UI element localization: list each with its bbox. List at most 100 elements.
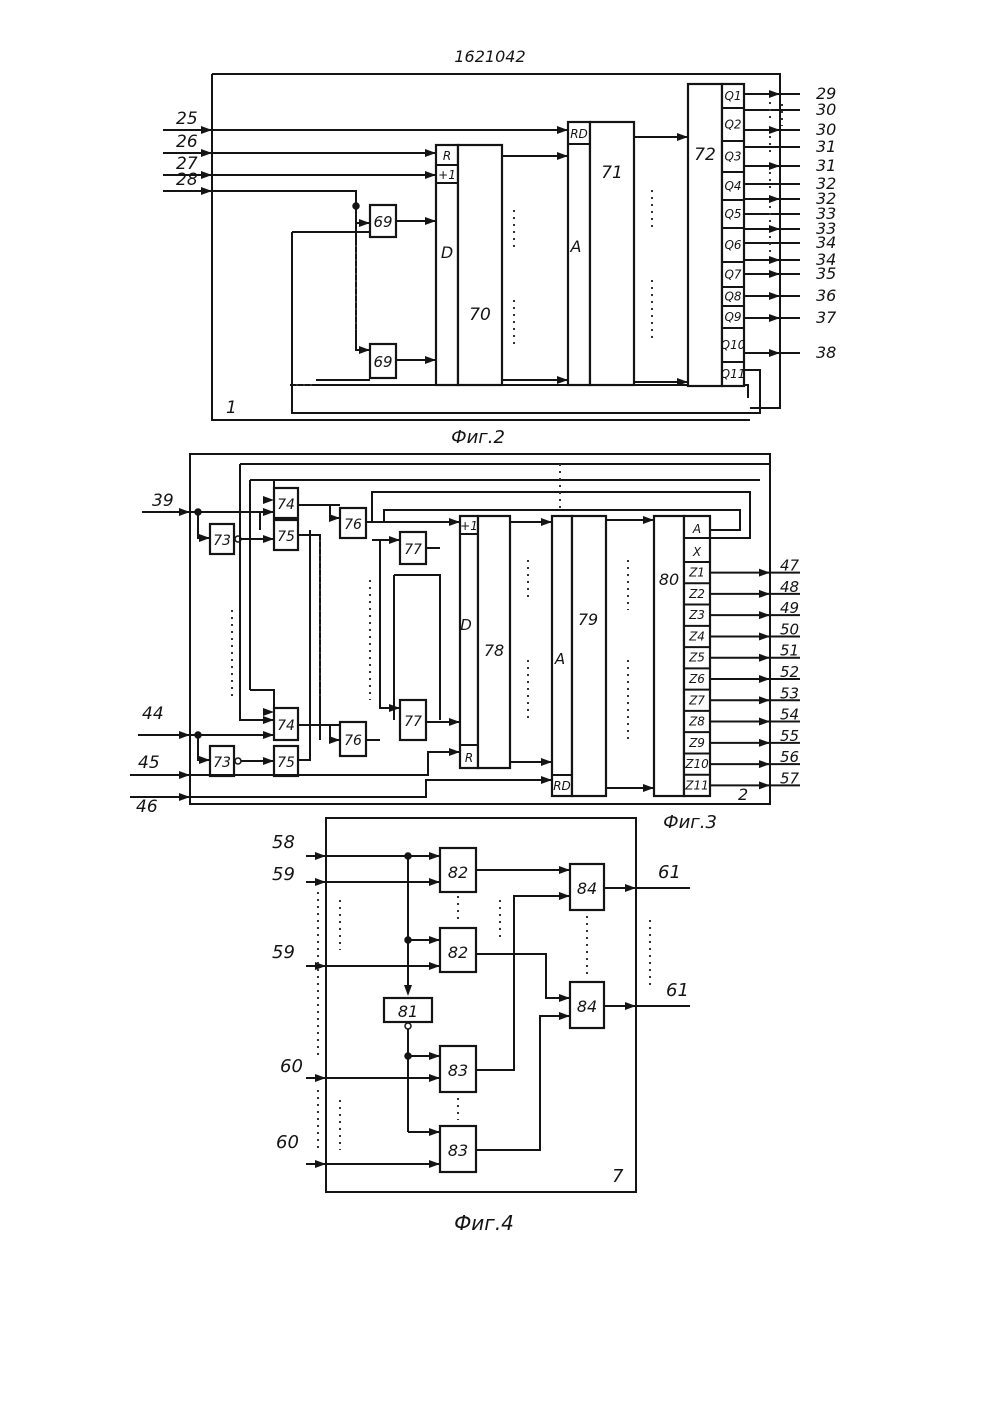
fig3-block-76-bottom-label: 76 — [344, 733, 362, 749]
fig2-bus-lower — [290, 385, 748, 398]
fig2-caption: Фиг.2 — [451, 427, 505, 448]
fig4-input-label-0: 58 — [272, 832, 295, 853]
arrow-head — [263, 535, 274, 543]
fig2-decoder-output-Q4: Q4 — [724, 179, 741, 193]
fig2-output-label-4: 31 — [816, 156, 836, 175]
arrow-head — [541, 776, 552, 784]
fig2-output-arrow — [769, 225, 780, 233]
fig3-output-label-47: 47 — [780, 557, 800, 575]
fig3-output-Z1: Z1 — [688, 566, 705, 580]
fig2-input-arrow — [201, 187, 212, 195]
fig2-pin-r: R — [443, 149, 451, 163]
fig3-output-arrow — [759, 590, 770, 598]
fig3-counter-78-pins — [460, 516, 478, 768]
arrow-head — [425, 149, 436, 157]
fig3-output-arrow — [759, 718, 770, 726]
arrow-head — [625, 884, 636, 892]
fig2-input-arrow — [201, 149, 212, 157]
fig2-wire-28 — [212, 191, 356, 206]
arrow-head — [559, 866, 570, 874]
fig3-output-label-52: 52 — [780, 663, 799, 681]
fig2-decoder-output-Q1: Q1 — [724, 89, 741, 103]
fig3-left-bus — [240, 464, 274, 720]
fig4-input-label-1: 59 — [272, 864, 295, 885]
fig2-pin-a: A — [570, 237, 582, 256]
fig2-decoder-output-Q11: Q11 — [721, 367, 746, 381]
fig4-wire-82b-84b — [476, 954, 570, 998]
fig3-output-label-53: 53 — [780, 684, 799, 702]
arrow-head — [557, 376, 568, 384]
fig3-output-arrow — [759, 654, 770, 662]
fig4-block-82-bottom-label: 82 — [448, 943, 468, 962]
fig2-decoder-72-body — [688, 84, 722, 386]
fig2-output-arrow — [769, 195, 780, 203]
fig3-output-arrow — [759, 632, 770, 640]
fig3-memory-79-label: 79 — [578, 610, 598, 629]
fig3-register-80-body — [654, 516, 684, 796]
fig3-output-arrow — [759, 781, 770, 789]
arrow-head — [429, 1160, 440, 1168]
arrow-head — [643, 784, 654, 792]
fig3-output-Z10: Z10 — [684, 757, 709, 771]
fig2-input-arrow — [201, 126, 212, 134]
fig2-memory-71-label: 71 — [601, 163, 623, 183]
arrow-head — [559, 892, 570, 900]
fig3-inverter-bubble-b — [235, 758, 241, 764]
fig2-output-arrow — [769, 90, 780, 98]
arrow-head — [359, 346, 370, 354]
arrow-head — [429, 1128, 440, 1136]
fig3-wire-77-b — [394, 575, 440, 720]
fig3-block-77-bottom-label: 77 — [404, 714, 422, 730]
fig2-block-69-bottom-label: 69 — [373, 353, 392, 371]
arrow-head — [557, 152, 568, 160]
arrow-head — [557, 126, 568, 134]
fig3-output-arrow — [759, 675, 770, 683]
fig4-wire-83b-84b — [476, 1016, 570, 1150]
fig2-decoder-output-Q7: Q7 — [724, 268, 741, 282]
arrow-head — [404, 985, 412, 996]
arrow-head — [541, 758, 552, 766]
fig2-output-label-14: 38 — [816, 343, 836, 362]
fig3-pin-a: A — [554, 650, 565, 668]
fig2-pin-rd: RD — [570, 127, 588, 141]
fig3-output-Z11: Z11 — [684, 778, 709, 792]
arrow-head — [263, 708, 274, 716]
fig3-output-Z9: Z9 — [688, 736, 705, 750]
arrow-head — [263, 716, 274, 724]
fig3-block-74-bottom-label: 74 — [277, 718, 295, 734]
fig3-output-arrow — [759, 611, 770, 619]
arrow-head — [449, 748, 460, 756]
arrow-head — [625, 1002, 636, 1010]
fig3-output-label-57: 57 — [780, 769, 800, 787]
fig4-block-number: 7 — [612, 1166, 624, 1187]
arrow-head — [199, 756, 210, 764]
fig3-output-arrow — [759, 739, 770, 747]
fig3-pin-d: D — [460, 616, 472, 634]
fig3-output-label-54: 54 — [780, 706, 799, 724]
fig4-inverter-bubble — [405, 1023, 411, 1029]
arrow-head — [559, 1012, 570, 1020]
fig4-block-83-bottom-label: 83 — [448, 1141, 468, 1160]
fig4-input-arrow — [315, 962, 326, 970]
fig3-wire-77-down — [380, 540, 400, 708]
fig2-output-label-3: 31 — [816, 137, 836, 156]
fig3-input-label-45: 45 — [138, 753, 160, 773]
fig3-output-label-49: 49 — [780, 599, 799, 617]
arrow-head — [263, 508, 274, 516]
fig3-block-76-top-label: 76 — [344, 517, 362, 533]
arrow-head — [429, 878, 440, 886]
arrow-head — [429, 936, 440, 944]
fig4-block-81-label: 81 — [398, 1002, 418, 1021]
fig4-input-arrow — [315, 1074, 326, 1082]
fig3-block-75-top-label: 75 — [277, 529, 295, 545]
arrow-head — [449, 518, 460, 526]
fig3-block-73-top-label: 73 — [213, 533, 231, 549]
fig4-input-arrow — [315, 1160, 326, 1168]
fig4-input-label-4: 60 — [276, 1132, 299, 1153]
arrow-head — [179, 793, 190, 801]
fig2-decoder-output-Q2: Q2 — [724, 118, 741, 132]
fig2-output-label-11: 35 — [816, 264, 836, 283]
fig3-output-arrow — [759, 760, 770, 768]
fig2-input-label-28: 28 — [176, 170, 198, 190]
fig3-block-number: 2 — [738, 785, 748, 804]
